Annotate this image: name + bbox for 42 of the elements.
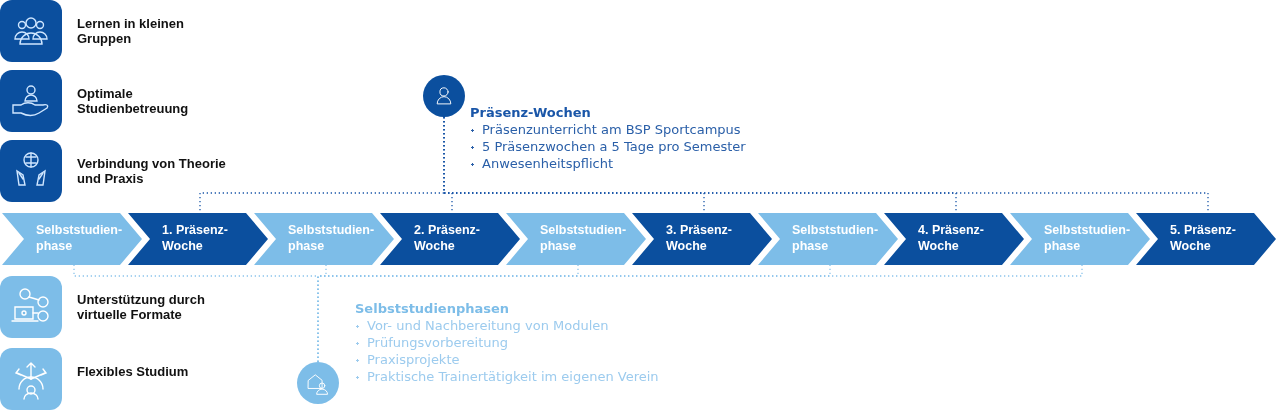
bullet-item: 5 Präsenzwochen a 5 Tage pro Semester <box>470 138 746 155</box>
feature-label: Unterstützung durch virtuelle Formate <box>77 292 206 322</box>
chevron-step <box>632 213 772 265</box>
icon-circle <box>423 75 465 117</box>
bullet-item: Anwesenheitspflicht <box>470 155 614 172</box>
chevron-step <box>380 213 520 265</box>
callout-title: Selbststudienphasen <box>355 300 510 317</box>
feature-label: Verbindung von Theorie und Praxis <box>77 156 227 186</box>
chevron-step <box>254 213 394 265</box>
step-label: Selbststudien-phase <box>1044 222 1132 254</box>
feature-tile <box>0 140 62 202</box>
step-label: 5. Präsenz-Woche <box>1170 222 1237 254</box>
step-label: Selbststudien-phase <box>288 222 376 254</box>
chevron-step <box>758 213 898 265</box>
feature-label: Lernen in kleinen Gruppen <box>77 16 185 46</box>
chevron-step <box>2 213 142 265</box>
bullet-item: Praxisprojekte <box>355 351 460 368</box>
bullet-item: Praktische Trainertätigkeit im eigenen Verein <box>355 368 659 385</box>
bullet-item: Prüfungsvorbereitung <box>355 334 508 351</box>
chevron-step <box>884 213 1024 265</box>
feature-label: Optimale Studienbetreuung <box>77 86 190 116</box>
bullet-item: Präsenzunterricht am BSP Sportcampus <box>470 121 741 138</box>
bullet-item: Vor- und Nachbereitung von Modulen <box>355 317 609 334</box>
step-label: Selbststudien-phase <box>792 222 880 254</box>
icon-circle <box>297 362 339 404</box>
step-label: 1. Präsenz-Woche <box>162 222 229 254</box>
chevron-step <box>506 213 646 265</box>
chevron-step <box>1136 213 1276 265</box>
callout-title: Präsenz-Wochen <box>470 104 591 121</box>
feature-tile <box>0 276 62 338</box>
chevron-step <box>1010 213 1150 265</box>
feature-label: Flexibles Studium <box>77 364 190 379</box>
feature-tile <box>0 70 62 132</box>
feature-tile <box>0 0 62 62</box>
feature-tile <box>0 348 62 410</box>
step-label: 4. Präsenz-Woche <box>918 222 985 254</box>
step-label: 3. Präsenz-Woche <box>666 222 733 254</box>
step-label: Selbststudien-phase <box>540 222 628 254</box>
dotted-connector <box>317 264 1083 363</box>
step-label: 2. Präsenz-Woche <box>414 222 481 254</box>
chevron-step <box>128 213 268 265</box>
step-label: Selbststudien-phase <box>36 222 124 254</box>
